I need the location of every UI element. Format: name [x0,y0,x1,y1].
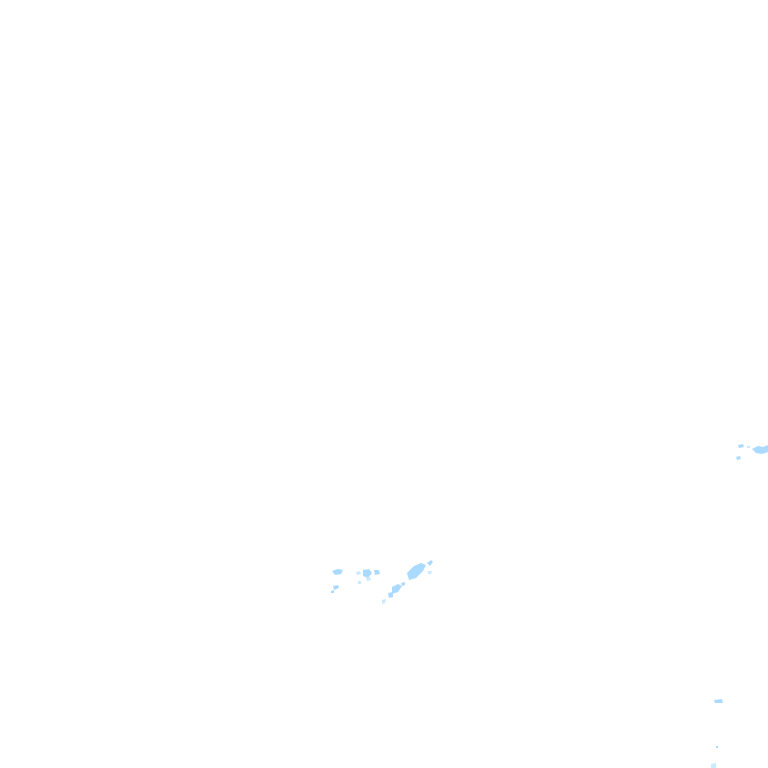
water-patch [747,446,750,448]
water-cluster-east [736,444,768,460]
water-patch [333,585,339,590]
water-patch [358,581,361,584]
water-patch [392,584,402,594]
water-patch [427,560,433,566]
water-patch [752,445,768,454]
water-patch [388,592,393,598]
water-patch [356,571,361,575]
water-patch [714,699,723,703]
water-cluster-central [331,560,433,604]
water-patch [363,569,372,578]
water-patch [382,599,386,604]
water-patch [736,456,741,460]
water-patch [331,590,334,593]
water-patch [366,577,371,581]
water-patch [401,582,405,586]
water-patch [738,444,744,448]
water-cluster-southeast [711,699,723,768]
water-patch [332,569,343,575]
water-patch [428,571,432,574]
water-patch [716,746,718,748]
water-patch [374,570,380,575]
water-patch [711,763,716,768]
water-patch [407,563,426,580]
